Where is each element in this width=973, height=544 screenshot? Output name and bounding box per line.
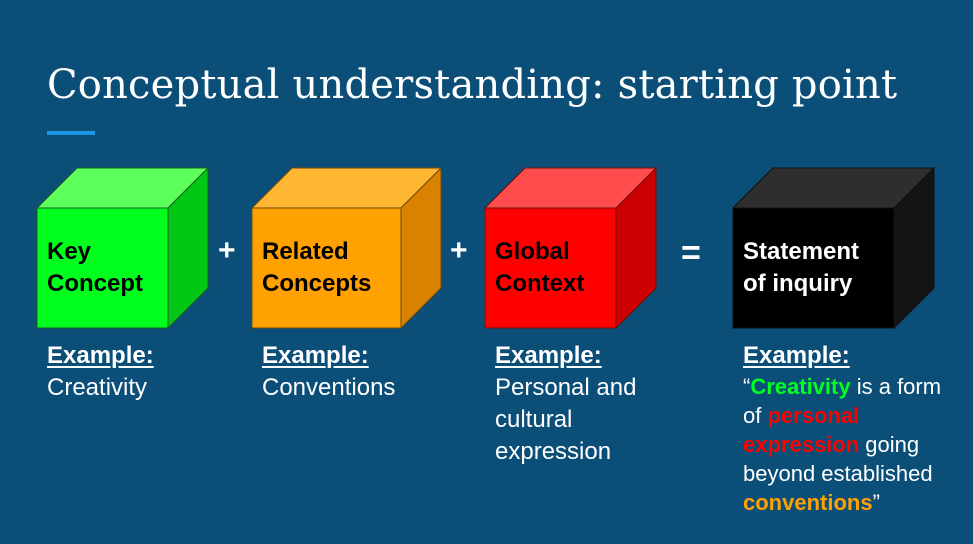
open-quote: “ — [743, 374, 751, 399]
example-heading: Example: — [743, 342, 850, 369]
example-heading: Example: — [495, 342, 602, 369]
highlight-personal: personal — [767, 403, 860, 428]
cube-global-context-label: Global Context — [495, 238, 585, 297]
cube-key-concept-label: Key Concept — [47, 238, 143, 297]
example-related-concepts-text: Conventions — [262, 374, 396, 401]
statement-text: going — [859, 432, 920, 457]
cube-related-concepts: Related Concepts — [250, 166, 443, 330]
example-global-context: Example: Personal and cultural expressio… — [495, 340, 636, 468]
title-accent-bar — [47, 131, 95, 135]
cube-statement-label: Statement of inquiry — [743, 238, 860, 297]
cube-related-concepts-label: Related Concepts — [262, 238, 372, 297]
plus-operator-1: + — [218, 234, 236, 267]
slide-title: Conceptual understanding: starting point — [47, 62, 898, 108]
cube-global-context: Global Context — [483, 166, 658, 330]
statement-text: of — [743, 403, 768, 428]
example-global-context-line: cultural — [495, 406, 573, 433]
cube-red-shape — [483, 166, 658, 330]
cube-orange-shape — [250, 166, 443, 330]
statement-text: is a form — [850, 374, 942, 399]
highlight-conventions: conventions — [743, 490, 873, 515]
plus-operator-2: + — [450, 234, 468, 267]
cube-statement-of-inquiry: Statement of inquiry — [731, 166, 936, 330]
equals-operator: = — [681, 234, 701, 272]
highlight-creativity: Creativity — [750, 374, 851, 399]
highlight-expression: expression — [743, 432, 860, 457]
example-global-context-line: Personal and — [495, 374, 637, 401]
cube-green-shape — [35, 166, 210, 330]
example-statement-of-inquiry: Example: “Creativity is a form of person… — [743, 340, 968, 517]
example-global-context-line: expression — [495, 438, 612, 465]
statement-text: beyond established — [743, 461, 933, 486]
example-heading: Example: — [47, 342, 154, 369]
example-related-concepts: Example: Conventions — [262, 340, 395, 404]
example-heading: Example: — [262, 342, 369, 369]
example-key-concept-text: Creativity — [47, 374, 148, 401]
cube-black-shape — [731, 166, 936, 330]
close-quote: ” — [872, 490, 880, 515]
statement-of-inquiry-text: “Creativity is a form of personal expres… — [743, 372, 968, 517]
example-key-concept: Example: Creativity — [47, 340, 154, 404]
cube-key-concept: Key Concept — [35, 166, 210, 330]
